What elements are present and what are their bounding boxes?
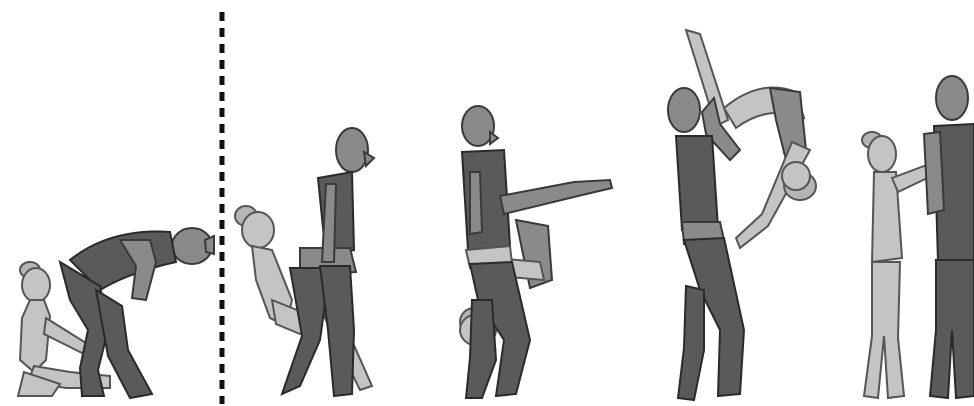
base-figure xyxy=(60,228,214,398)
panel-4-pose xyxy=(668,30,816,400)
panel-1-pose xyxy=(18,228,214,398)
panel-2-pose xyxy=(235,128,374,396)
base-figure xyxy=(668,88,744,400)
panel-3-pose xyxy=(460,106,612,398)
panel-5-pose xyxy=(862,76,974,398)
base-figure xyxy=(924,76,974,398)
base-figure xyxy=(282,128,374,396)
